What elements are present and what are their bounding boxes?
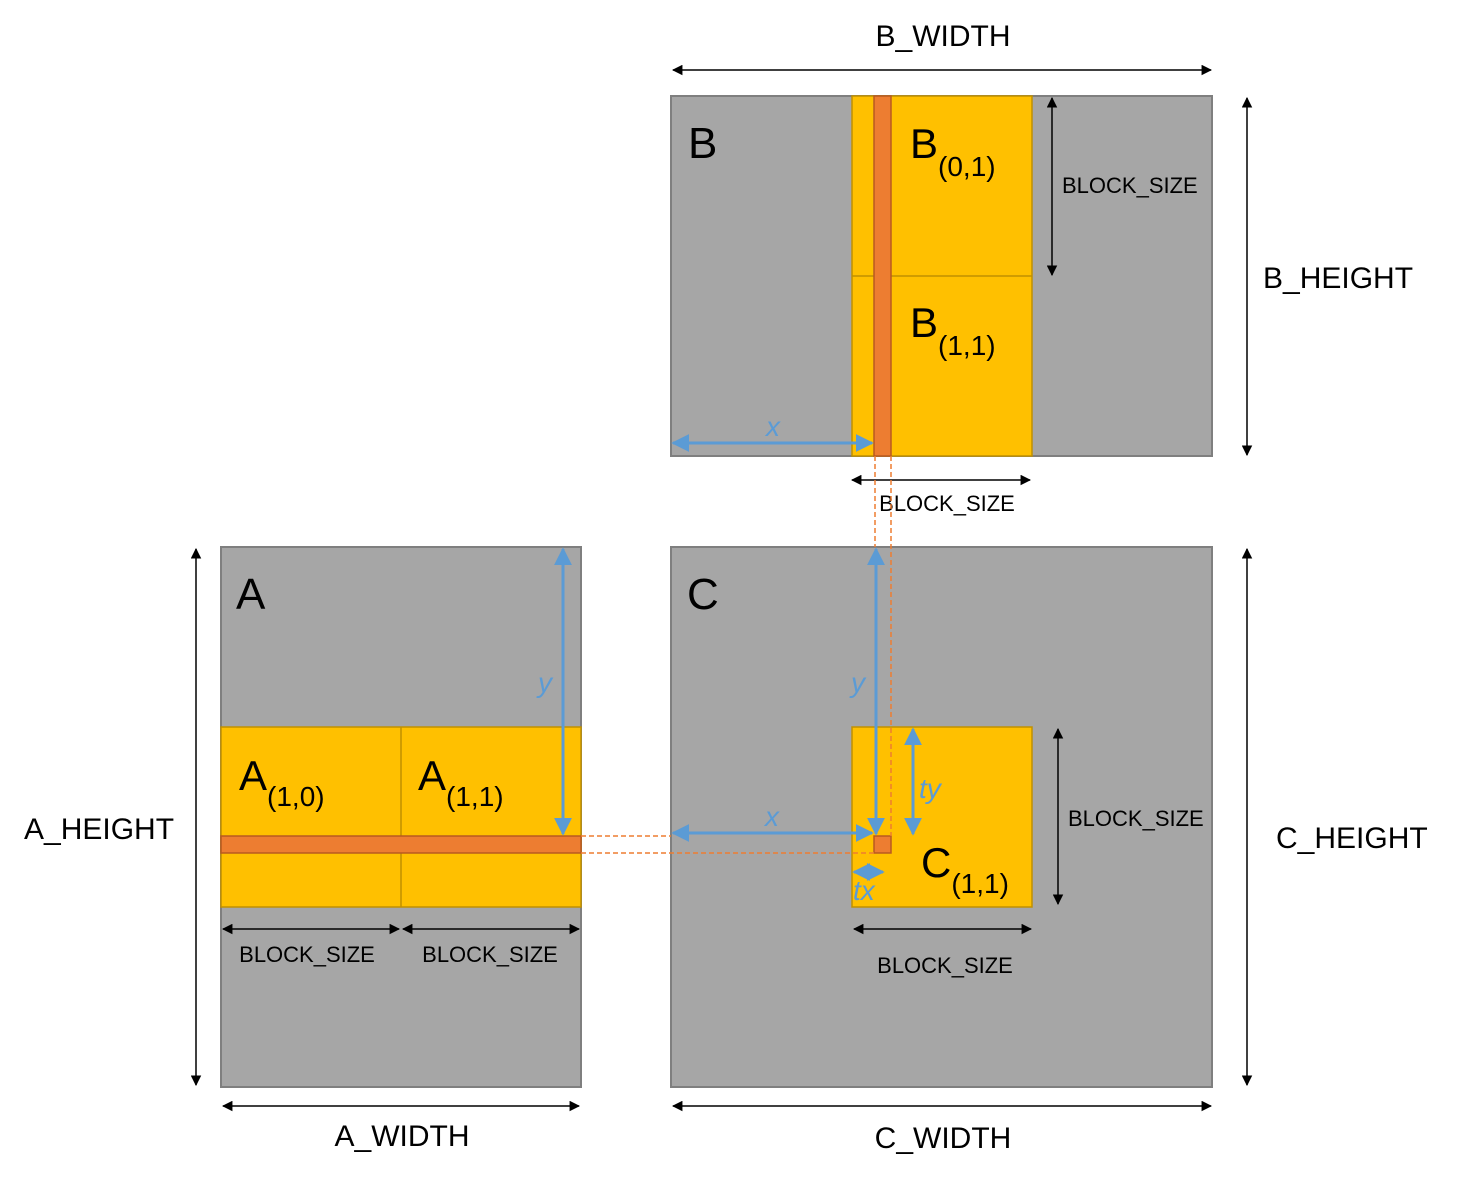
a-height-label: A_HEIGHT	[24, 813, 174, 846]
c-ty-label: ty	[919, 773, 943, 804]
matrix-c: C C(1,1) x y ty tx BLOCK_SIZE BLOCK_SIZE…	[670, 546, 1428, 1155]
a-width-label: A_WIDTH	[335, 1120, 470, 1153]
matrix-a: A A(1,0) A(1,1) y A_HEIGHT A_WIDTH BLOCK…	[24, 546, 582, 1153]
c-block-size-bottom-label: BLOCK_SIZE	[877, 953, 1013, 978]
c-tx-label: tx	[853, 875, 876, 906]
b-x-index-label: x	[764, 411, 781, 442]
c-width-label: C_WIDTH	[875, 1122, 1012, 1155]
b-block-size-right-label: BLOCK_SIZE	[1062, 173, 1198, 198]
a-block-size-right-label: BLOCK_SIZE	[422, 942, 558, 967]
matrix-b-label: B	[688, 119, 717, 168]
a-block-size-left-label: BLOCK_SIZE	[239, 942, 375, 967]
matrix-c-label: C	[687, 570, 719, 619]
block-a-1-0-label: A(1,0)	[239, 752, 325, 812]
c-height-label: C_HEIGHT	[1276, 822, 1428, 855]
block-b-1-1-label: B(1,1)	[910, 299, 996, 361]
a-y-index-label: y	[536, 667, 554, 698]
c-element-cell	[873, 835, 892, 854]
block-b-0-1-label: B(0,1)	[910, 120, 996, 182]
b-width-label: B_WIDTH	[876, 20, 1011, 53]
c-block-size-right-label: BLOCK_SIZE	[1068, 806, 1204, 831]
dashed-connectors	[581, 456, 892, 854]
b-height-label: B_HEIGHT	[1263, 262, 1413, 295]
c-y-index-label: y	[849, 667, 867, 698]
a-row-strip	[220, 835, 582, 854]
matrix-a-label: A	[236, 570, 266, 619]
c-x-index-label: x	[763, 801, 780, 832]
block-a-1-1-label: A(1,1)	[418, 752, 504, 812]
b-block-size-bottom-label: BLOCK_SIZE	[879, 491, 1015, 516]
matrix-b: B B(0,1) B(1,1) x B_WIDTH B_HEIGHT BLOCK…	[670, 20, 1413, 516]
block-c-1-1-label: C(1,1)	[921, 839, 1009, 899]
b-column-strip	[873, 95, 892, 457]
